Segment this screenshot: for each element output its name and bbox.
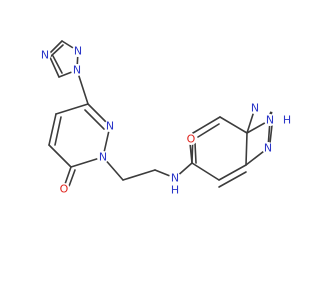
atom-label-backgrounds: [39, 45, 279, 195]
label-bg: [267, 100, 279, 112]
label-bg: [72, 45, 84, 57]
bond: [218, 171, 247, 188]
bond: [48, 113, 57, 146]
bond: [245, 132, 248, 166]
label-bg: [262, 142, 274, 154]
bond: [55, 103, 89, 115]
atom-h-amide: H: [171, 184, 179, 197]
bond: [49, 44, 64, 58]
label-bg: [249, 102, 261, 114]
label-bg: [58, 183, 70, 195]
bond: [48, 40, 63, 55]
atom-h-benzotriazole: H: [283, 114, 291, 127]
bond: [48, 54, 60, 78]
label-bg: [104, 120, 116, 132]
bond: [218, 164, 247, 181]
atom-n-triazole-right: N: [74, 45, 82, 58]
atom-n-benzotriazole-top: N: [251, 102, 259, 115]
atom-o-amide: O: [187, 133, 196, 146]
atom-labels: N N N N N O N H O N N H N: [41, 45, 291, 197]
label-bg: [169, 172, 181, 184]
molecule-structure: N N N N N O N H O N N H N: [39, 40, 291, 197]
label-bg: [39, 49, 51, 61]
atom-n-amide: N: [171, 172, 179, 185]
bond: [191, 162, 220, 181]
bond: [54, 116, 62, 146]
label-bg: [71, 64, 83, 76]
label-bg: [185, 133, 197, 145]
label-bg: [97, 151, 109, 163]
label-bg: [264, 114, 276, 126]
atom-n-triazole-top: N: [41, 49, 49, 62]
bond: [269, 124, 273, 144]
bonds: [48, 40, 274, 190]
atom-n-benzotriazole-bottom: N: [264, 142, 272, 155]
bond: [219, 116, 248, 134]
bond: [48, 144, 72, 168]
atom-n-triazole-link: N: [73, 64, 81, 77]
bond: [52, 55, 63, 74]
bond: [67, 169, 76, 190]
bond: [122, 169, 156, 181]
bond: [194, 142, 197, 164]
bond: [197, 123, 220, 138]
atom-n-pyridazine-upper: N: [106, 120, 114, 133]
atom-o-pyridazinone: O: [60, 183, 69, 196]
bond: [192, 116, 221, 134]
atom-n-pyridazine-lower: N: [99, 151, 107, 164]
atom-n-benzotriazole-nh: N: [266, 114, 274, 127]
bond: [84, 109, 105, 130]
